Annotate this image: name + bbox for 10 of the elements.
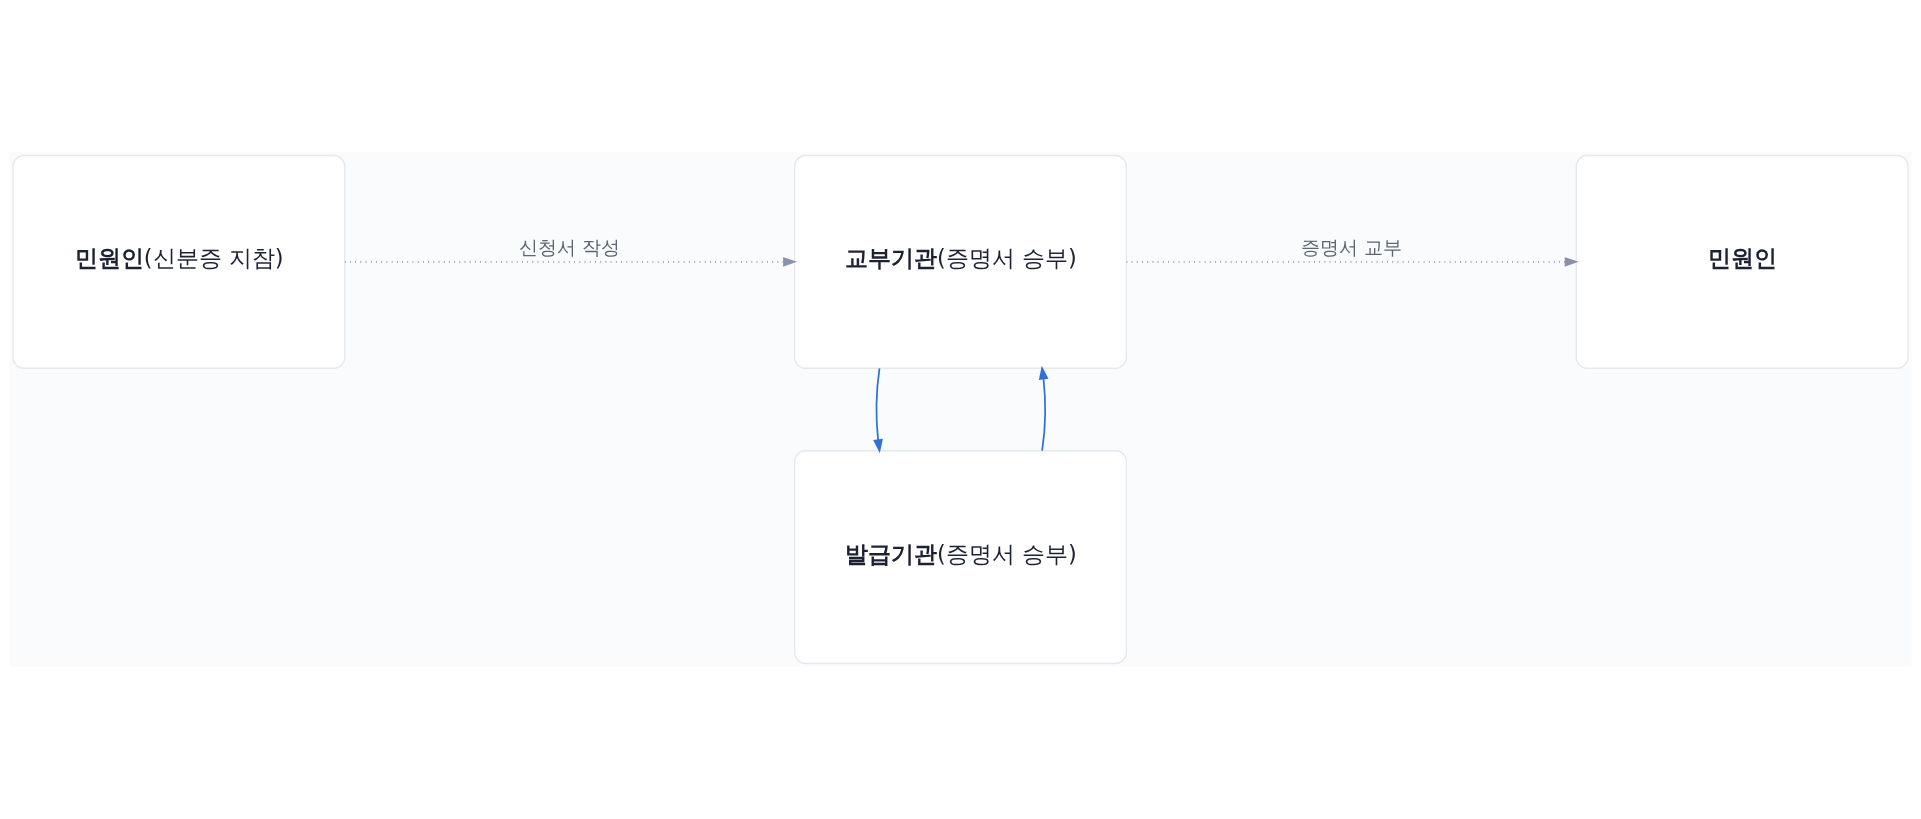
arrow (873, 367, 883, 454)
edge-label: 증명서 교부 (1300, 235, 1402, 259)
arrow (1038, 365, 1049, 452)
node-box: 발급기관(증명서 승부) (793, 450, 1128, 665)
edge-label: 신청서 작성 (519, 235, 621, 259)
node-box: 교부기관(증명서 승부) (793, 154, 1128, 369)
arrow (1125, 257, 1579, 267)
node-box: 민원인(신분증 지참) (12, 154, 346, 369)
node-box: 민원인 (1575, 154, 1909, 369)
arrow (344, 257, 798, 267)
